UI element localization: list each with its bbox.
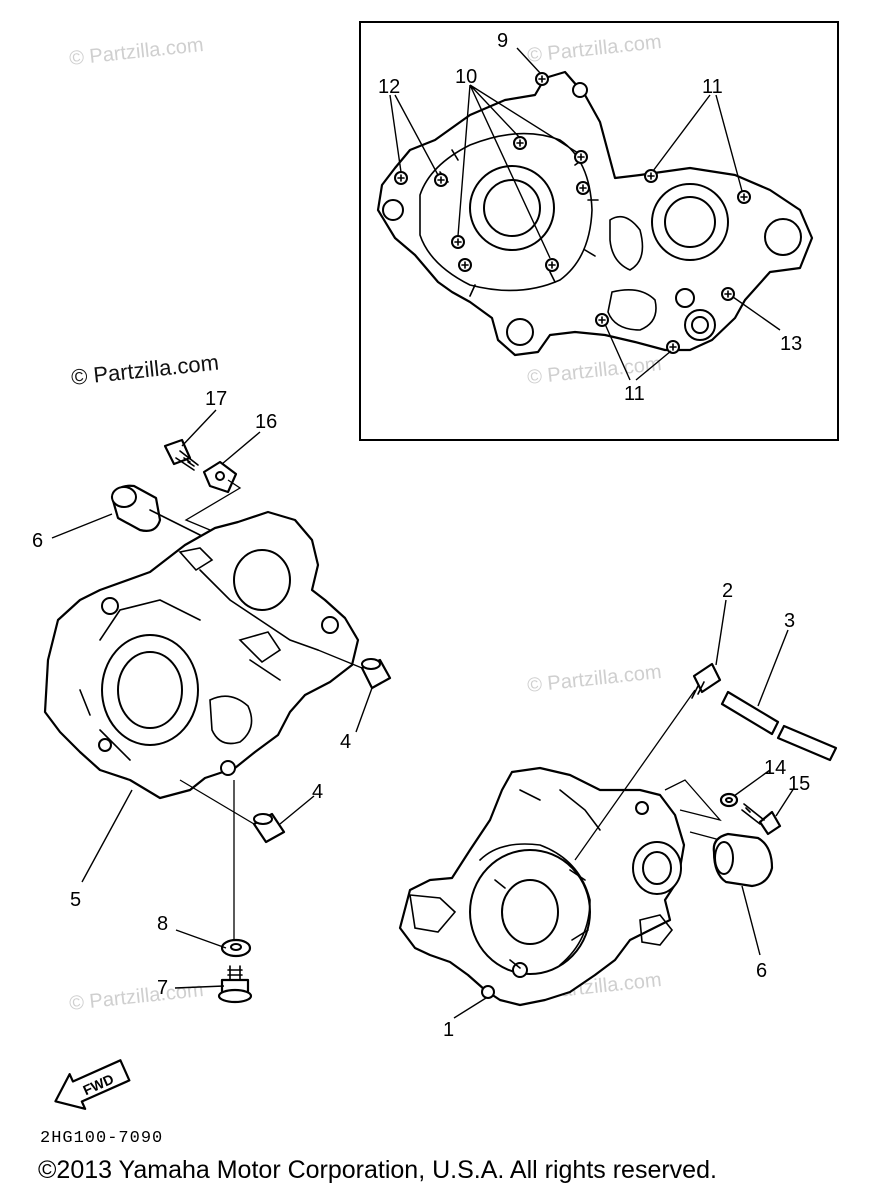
bolt-17 [163,438,199,471]
callout-11: 11 [702,76,723,98]
alignment-line [574,689,696,861]
crankcase-inner-view [376,70,814,357]
watermark: © Partzilla.com [526,661,662,697]
callout-17: 17 [205,388,227,410]
callout-1: 1 [443,1019,454,1041]
callout-9: 9 [497,30,508,52]
callout-7: 7 [157,977,168,999]
callout-6: 6 [32,530,43,552]
crankcase-left-5 [43,510,360,800]
callout-15: 15 [788,773,810,795]
callout-12: 12 [378,76,400,98]
callout-13: 13 [780,333,802,355]
diagram-code: 2HG100-7090 [40,1129,163,1148]
washer-14 [719,792,739,808]
callout-4: 4 [312,781,323,803]
watermark: © Partzilla.com [70,350,220,390]
washer-8 [220,938,252,958]
plate-16 [202,460,238,494]
fitting-2 [691,662,722,699]
callout-6: 6 [756,960,767,982]
dowel-pin-4-upper [360,658,392,690]
inset-screws [394,72,751,354]
leader-lines [51,409,795,1019]
alignment-line [184,479,242,531]
callout-numbers: 9 12 10 11 13 11 17 16 6 4 4 5 8 7 2 3 1… [32,30,810,1041]
alignment-line [317,649,363,669]
callout-4: 4 [340,731,351,753]
watermark: © Partzilla.com [68,34,204,70]
callout-11: 11 [624,383,645,405]
crankcase-right-1 [398,766,686,1007]
callout-16: 16 [255,411,277,433]
inset-frame [359,21,839,441]
inset-leaders [389,47,781,381]
copyright-notice: ©2013 Yamaha Motor Corporation, U.S.A. A… [38,1156,717,1184]
fwd-arrow-icon: FWD [54,1059,131,1110]
alignment-line [179,779,255,825]
bushing-6-right [712,832,774,888]
watermark: © Partzilla.com [526,31,662,67]
callout-2: 2 [722,580,733,602]
dowel-pin-4-lower [252,812,286,844]
hose-3 [720,690,838,762]
watermark: © Partzilla.com [68,979,204,1015]
callout-10: 10 [455,66,477,88]
bolt-15 [741,803,782,836]
callout-8: 8 [157,913,168,935]
callout-14: 14 [764,757,786,779]
callout-5: 5 [70,889,81,911]
alignment-line [664,779,722,822]
callout-3: 3 [784,610,795,632]
alignment-line [689,831,721,841]
drain-bolt-7 [217,965,253,1004]
